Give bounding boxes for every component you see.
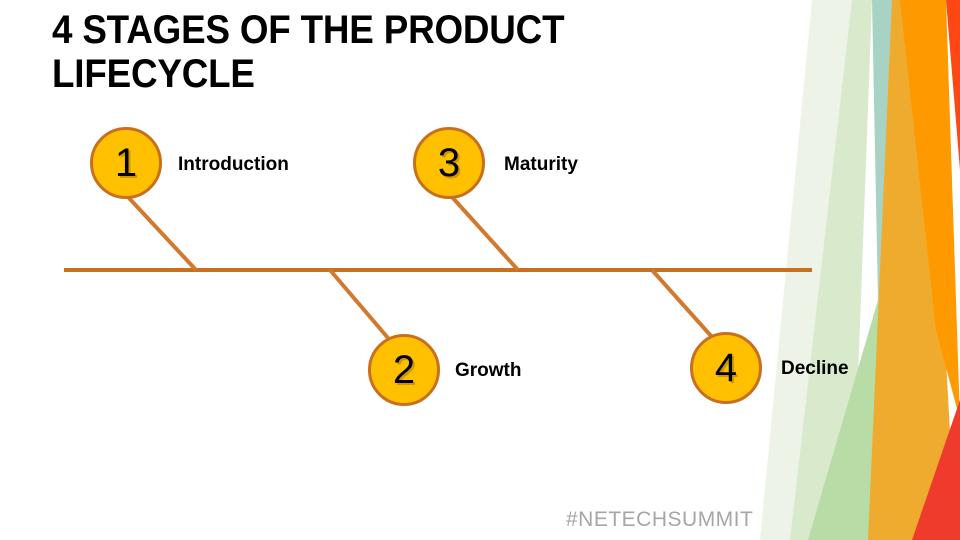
connector-stage-1 [126,195,198,272]
stage-label-maturity: Maturity [504,154,578,175]
page-title: 4 STAGES OF THE PRODUCT LIFECYCLE [52,8,565,96]
stage-number-bubble-4[interactable]: 4 [690,332,762,404]
stage-number-bubble-1[interactable]: 1 [90,127,162,199]
stage-number-bubble-2[interactable]: 2 [368,334,440,406]
stage-label-introduction: Introduction [178,154,289,175]
stage-number-bubble-3[interactable]: 3 [413,127,485,199]
event-hashtag: #NETECHSUMMIT [566,508,754,531]
connector-stage-4 [650,268,714,339]
stage-label-decline: Decline [781,358,849,379]
stage-label-growth: Growth [455,360,522,381]
connector-stage-2 [328,268,390,340]
connector-stage-3 [450,195,520,272]
